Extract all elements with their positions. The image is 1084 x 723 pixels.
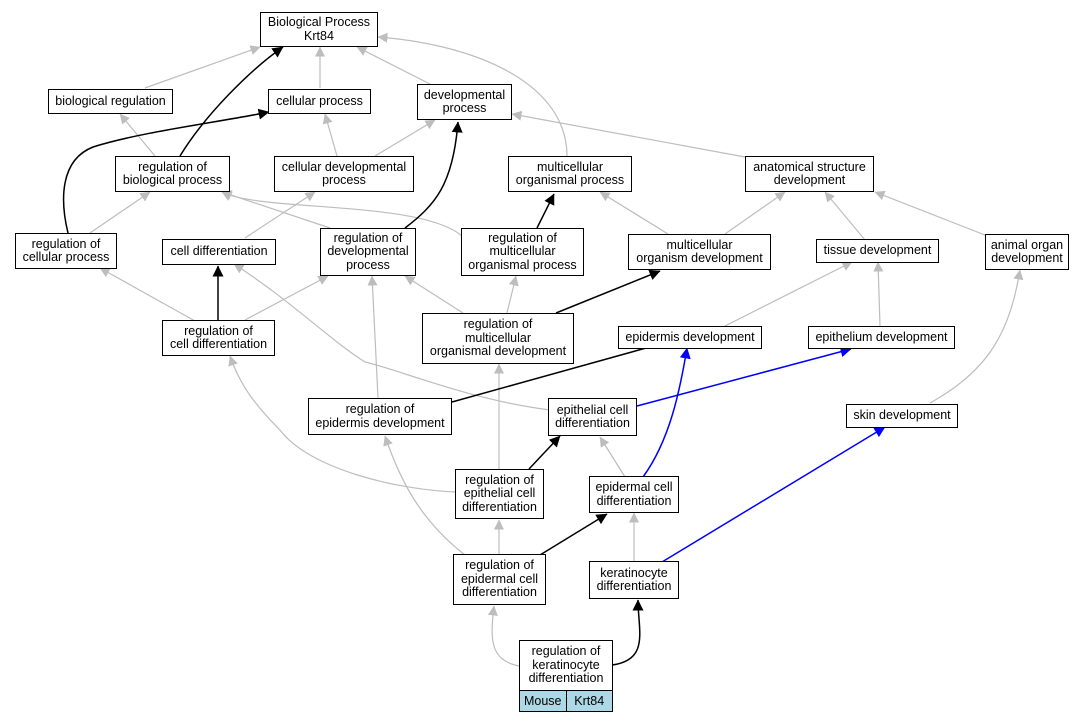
edge-cdp-devproc bbox=[374, 119, 436, 157]
edge-reedcd-edcd-black bbox=[539, 513, 608, 556]
edge-asd-devproc bbox=[511, 110, 746, 158]
edge-rkd-kd-black bbox=[611, 599, 644, 666]
edge-cdp-cellproc bbox=[322, 113, 338, 157]
node-cell-differentiation[interactable]: cell differentiation bbox=[162, 239, 276, 265]
edge-rcd-rdp bbox=[244, 275, 329, 321]
node-biological-regulation[interactable]: biological regulation bbox=[48, 89, 173, 114]
node-epithelium-development[interactable]: epithelium development bbox=[808, 326, 955, 349]
edge-celldiff-cdp bbox=[244, 191, 316, 239]
node-keratinocyte-differentiation[interactable]: keratinocyte differentiation bbox=[589, 561, 679, 599]
node-regulation-of-epidermis-development[interactable]: regulation of epidermis development bbox=[308, 398, 452, 435]
node-regulation-of-developmental-process[interactable]: regulation of developmental process bbox=[320, 228, 416, 276]
node-epidermal-cell-differentiation[interactable]: epidermal cell differentiation bbox=[589, 476, 679, 513]
edge-devproc-root bbox=[356, 46, 431, 85]
edge-epidermis-tissue bbox=[724, 261, 853, 327]
node-multicellular-organismal-process[interactable]: multicellular organismal process bbox=[508, 156, 632, 192]
node-biological-process-root[interactable]: Biological Process Krt84 bbox=[260, 12, 378, 47]
species-cell: Mouse bbox=[519, 690, 567, 712]
edge-red-rdp bbox=[367, 275, 379, 399]
edge-rmop-rbp bbox=[221, 191, 463, 237]
edge-mod-mop bbox=[599, 191, 669, 235]
node-epidermis-development[interactable]: epidermis development bbox=[618, 326, 762, 349]
edge-kd-skin-blue bbox=[661, 426, 886, 563]
node-multicellular-organism-development[interactable]: multicellular organism development bbox=[628, 234, 771, 270]
edge-epithelium-tissue bbox=[873, 261, 884, 327]
gene-cell: Krt84 bbox=[566, 690, 613, 712]
node-tissue-development[interactable]: tissue development bbox=[816, 239, 939, 263]
edge-edcd-epidermis-blue bbox=[642, 347, 691, 478]
node-regulation-of-cell-differentiation[interactable]: regulation of cell differentiation bbox=[162, 320, 275, 356]
edge-skin-aod bbox=[929, 269, 1024, 404]
node-regulation-of-multicellular-organismal-development[interactable]: regulation of multicellular organismal d… bbox=[422, 313, 574, 364]
edge-rcp-rbp bbox=[89, 191, 151, 234]
node-developmental-process[interactable]: developmental process bbox=[417, 84, 512, 120]
edge-rmod-mod-black bbox=[555, 269, 661, 314]
edge-tissue-asd bbox=[824, 191, 866, 241]
node-anatomical-structure-development[interactable]: anatomical structure development bbox=[745, 156, 874, 192]
node-animal-organ-development[interactable]: animal organ development bbox=[985, 234, 1069, 270]
edge-rmop-mop-black bbox=[536, 193, 555, 229]
edge-rdp-devproc-black bbox=[404, 121, 463, 229]
edge-ecd-celldiff bbox=[233, 263, 551, 411]
edge-ecd-epithelium-blue bbox=[636, 346, 852, 407]
node-regulation-of-epidermal-cell-differentiation[interactable]: regulation of epidermal cell differentia… bbox=[453, 554, 546, 605]
node-regulation-of-epithelial-cell-differentiation[interactable]: regulation of epithelial cell differenti… bbox=[455, 469, 544, 519]
node-regulation-of-biological-process[interactable]: regulation of biological process bbox=[115, 156, 230, 192]
node-epithelial-cell-differentiation[interactable]: epithelial cell differentiation bbox=[548, 398, 637, 436]
edge-rbp-root-black bbox=[179, 46, 284, 157]
node-regulation-of-keratinocyte-differentiation[interactable]: regulation of keratinocyte differentiati… bbox=[519, 640, 613, 691]
node-regulation-of-multicellular-organismal-process[interactable]: regulation of multicellular organismal p… bbox=[461, 228, 584, 276]
edge-mod-asd bbox=[724, 191, 786, 235]
edge-rcp-cellproc-black bbox=[62, 108, 270, 234]
edge-aod-asd bbox=[874, 190, 991, 238]
edge-reecd-rcd bbox=[228, 355, 457, 493]
edge-rkd-reedcd bbox=[487, 605, 520, 667]
edge-bioreg-root bbox=[144, 45, 261, 89]
node-cellular-process[interactable]: cellular process bbox=[268, 89, 371, 114]
edge-rcd-rcp bbox=[99, 267, 196, 322]
edge-rmod-rmop bbox=[506, 275, 519, 314]
node-skin-development[interactable]: skin development bbox=[846, 404, 958, 428]
node-regulation-of-cellular-process[interactable]: regulation of cellular process bbox=[15, 233, 117, 269]
node-cellular-developmental-process[interactable]: cellular developmental process bbox=[274, 156, 414, 192]
edge-mop-root bbox=[377, 32, 568, 157]
edge-edcd-ecd bbox=[599, 436, 626, 478]
species-gene-row: Mouse Krt84 bbox=[519, 690, 613, 712]
edge-rmod-rdp bbox=[404, 275, 464, 314]
edge-reecd-ecd-black bbox=[528, 435, 561, 470]
edge-reedcd-red bbox=[383, 435, 466, 556]
